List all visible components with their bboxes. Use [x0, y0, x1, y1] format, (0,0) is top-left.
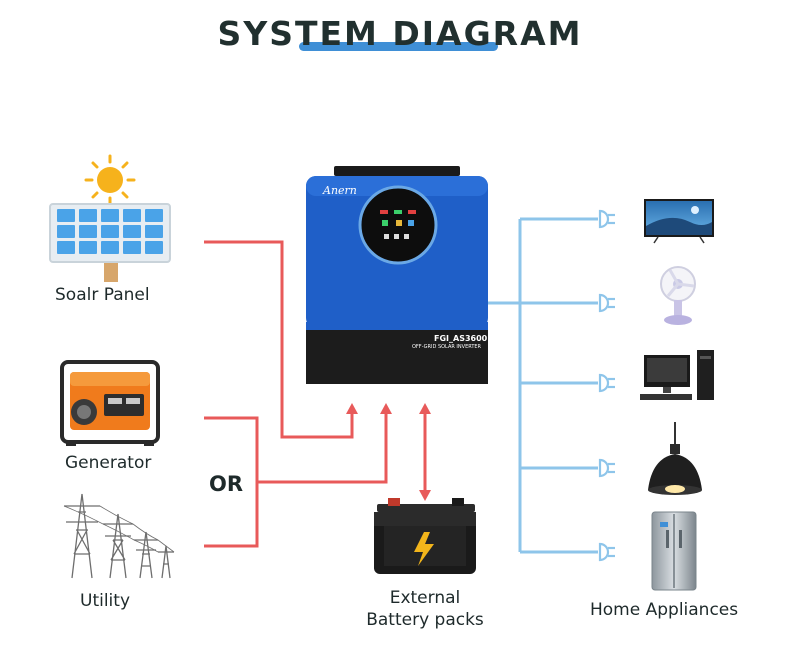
- inverter-model: FGI_AS3600: [434, 334, 488, 343]
- title-underline: [299, 42, 498, 51]
- arrowheads: [346, 403, 431, 501]
- plug-icon: [598, 542, 615, 562]
- sun-icon: [84, 154, 136, 206]
- arrowhead-source: [380, 403, 392, 414]
- solar-to-inverter-line: [204, 240, 354, 439]
- inverter-leds: [380, 210, 416, 239]
- power-lines: [204, 240, 427, 548]
- plug-icon: [598, 209, 615, 229]
- page-title: SYSTEM DIAGRAM: [217, 14, 583, 53]
- or-label: OR: [209, 472, 244, 496]
- battery-label-line2: Battery packs: [366, 610, 484, 630]
- load-lines: [486, 217, 598, 554]
- arrowhead-battery-up: [419, 403, 431, 414]
- plug-icon: [598, 458, 615, 478]
- plug-icon: [598, 373, 615, 393]
- solar-panel-label: Soalr Panel: [55, 285, 150, 305]
- plug-icons: [598, 209, 615, 562]
- plug-icon: [598, 293, 615, 313]
- inverter-subtitle: OFF-GRID SOLAR INVERTER: [412, 344, 482, 350]
- power-tower-icon: [63, 493, 175, 579]
- arrowhead-solar: [346, 403, 358, 414]
- arrowhead-battery-down: [419, 490, 431, 501]
- inverter-icon: [306, 166, 488, 384]
- solar-panel-icon: [49, 154, 171, 282]
- battery-label-line1: External: [389, 588, 461, 608]
- inverter-brand: Anern: [323, 184, 357, 197]
- generator-label: Generator: [65, 453, 152, 473]
- source-to-inverter-line: [257, 412, 388, 484]
- utility-label: Utility: [80, 591, 131, 611]
- generator-icon: [60, 360, 160, 446]
- home-appliances-label: Home Appliances: [590, 600, 739, 620]
